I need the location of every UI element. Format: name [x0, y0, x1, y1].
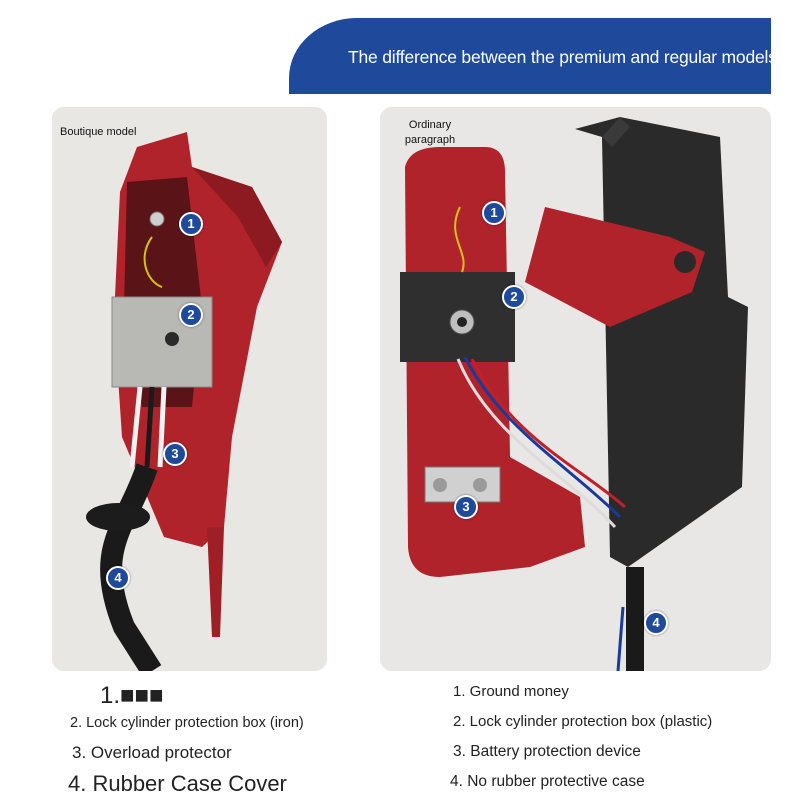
- ordinary-model-label: Ordinary paragraph: [404, 119, 456, 146]
- boutique-item-4: 4. Rubber Case Cover: [68, 771, 287, 796]
- marker-3: 3: [454, 495, 478, 519]
- banner-title: The difference between the premium and r…: [348, 47, 777, 67]
- ordinary-switch-illustration: [380, 107, 771, 671]
- marker-1: 1: [179, 212, 203, 236]
- ordinary-model-photo: Ordinary paragraph 1 2 3 4: [380, 107, 771, 671]
- boutique-model-label: Boutique model: [60, 126, 137, 138]
- marker-1: 1: [482, 201, 506, 225]
- ordinary-item-1: 1. Ground money: [453, 683, 569, 700]
- boutique-model-photo: Boutique model 1 2 3 4: [52, 107, 327, 671]
- marker-2: 2: [179, 303, 203, 327]
- marker-3: 3: [163, 442, 187, 466]
- marker-2: 2: [502, 285, 526, 309]
- ordinary-item-3: 3. Battery protection device: [453, 743, 641, 760]
- marker-4: 4: [106, 566, 130, 590]
- ordinary-item-4: 4. No rubber protective case: [450, 773, 645, 790]
- marker-4: 4: [644, 611, 668, 635]
- boutique-item-3: 3. Overload protector: [72, 743, 232, 762]
- boutique-item-2: 2. Lock cylinder protection box (iron): [70, 715, 304, 731]
- ordinary-item-2: 2. Lock cylinder protection box (plastic…: [453, 713, 713, 730]
- boutique-item-1: 1.■■■: [100, 682, 164, 709]
- boutique-switch-illustration: [52, 107, 327, 671]
- header-banner: [289, 18, 771, 94]
